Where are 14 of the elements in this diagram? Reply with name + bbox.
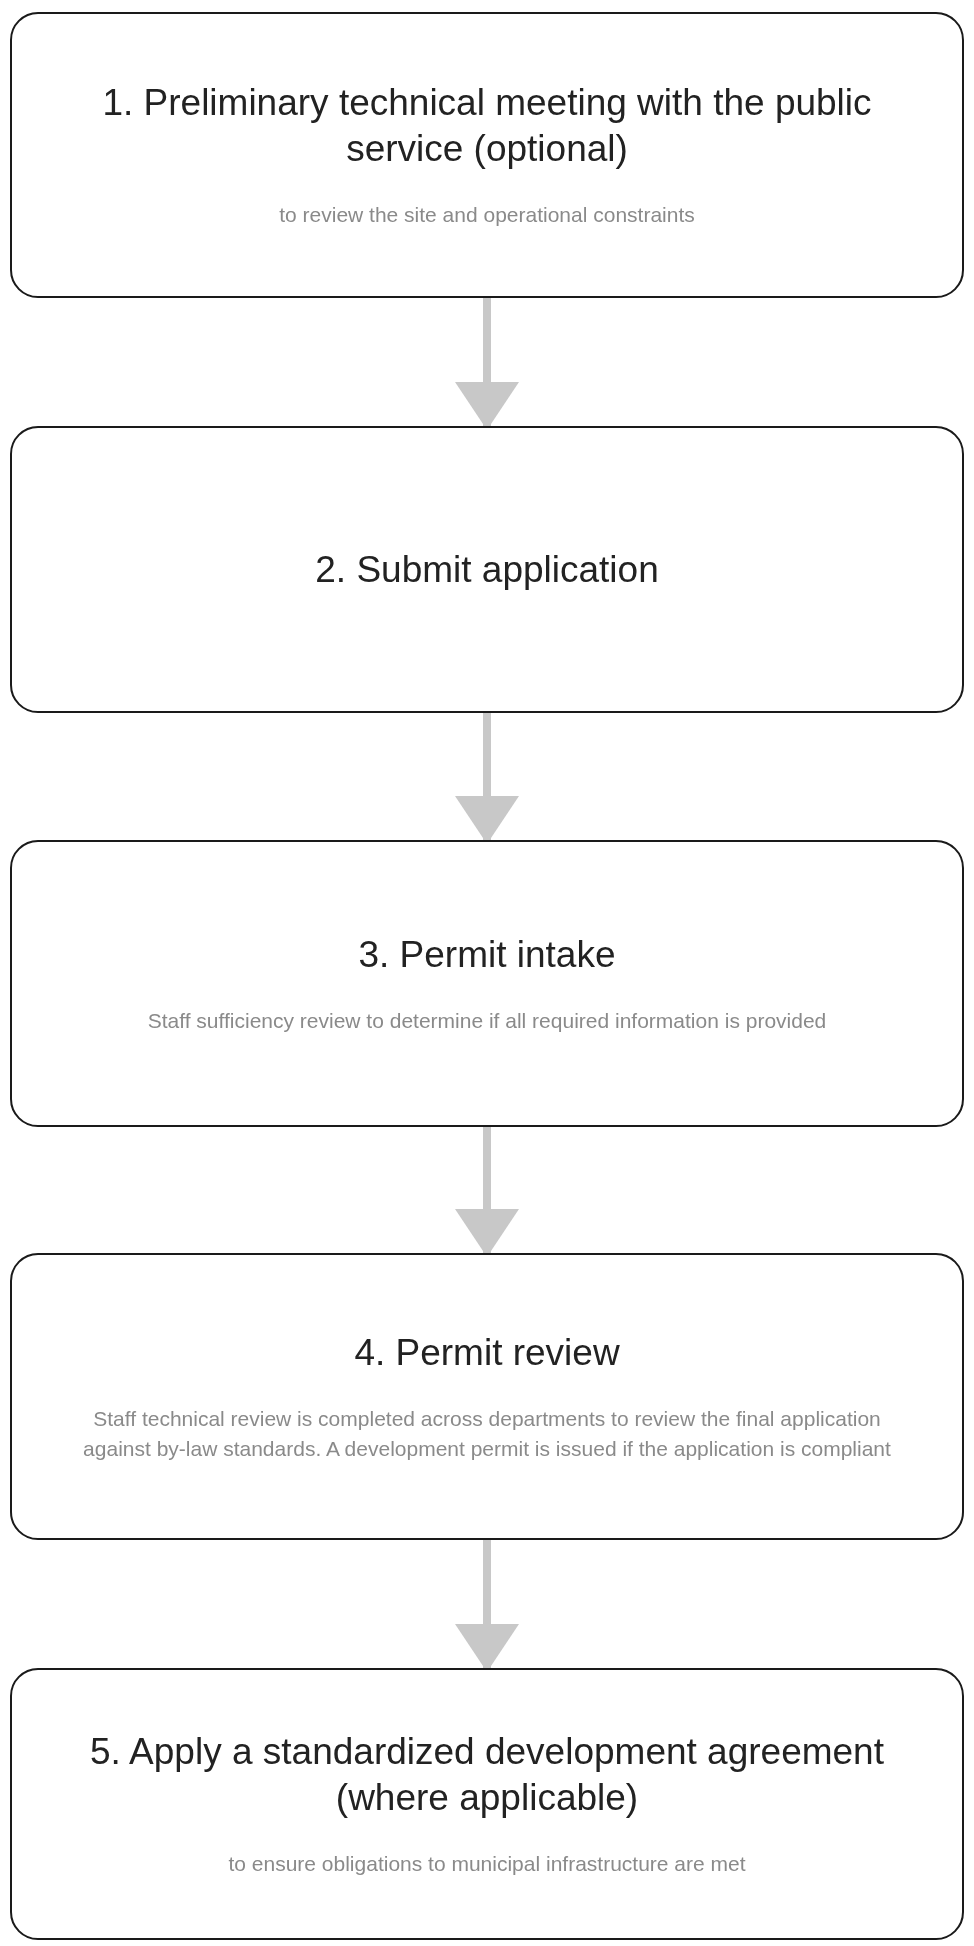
step-title: 5. Apply a standardized development agreement (where applicable)	[89, 1730, 885, 1820]
step-description: Staff technical review is completed across departments to review the final application against by-law standards. A development permit is issued if the application is compliant	[82, 1405, 892, 1462]
process-box	[10, 1668, 964, 1940]
step-title: 3. Permit intake	[358, 932, 616, 977]
step-title: 2. Submit application	[315, 547, 659, 592]
step-title: 1. Preliminary technical meeting with the public service (optional)	[101, 81, 873, 171]
step-description: to review the site and operational constraints	[279, 202, 695, 228]
process-box	[10, 426, 964, 713]
process-box	[10, 12, 964, 298]
step-description: to ensure obligations to municipal infrastructure are met	[228, 1851, 746, 1877]
step-description: Staff sufficiency review to determine if all required information is provided	[147, 1007, 827, 1034]
process-box	[10, 840, 964, 1127]
process-box	[10, 1253, 964, 1540]
step-title: 4. Permit review	[354, 1330, 620, 1375]
